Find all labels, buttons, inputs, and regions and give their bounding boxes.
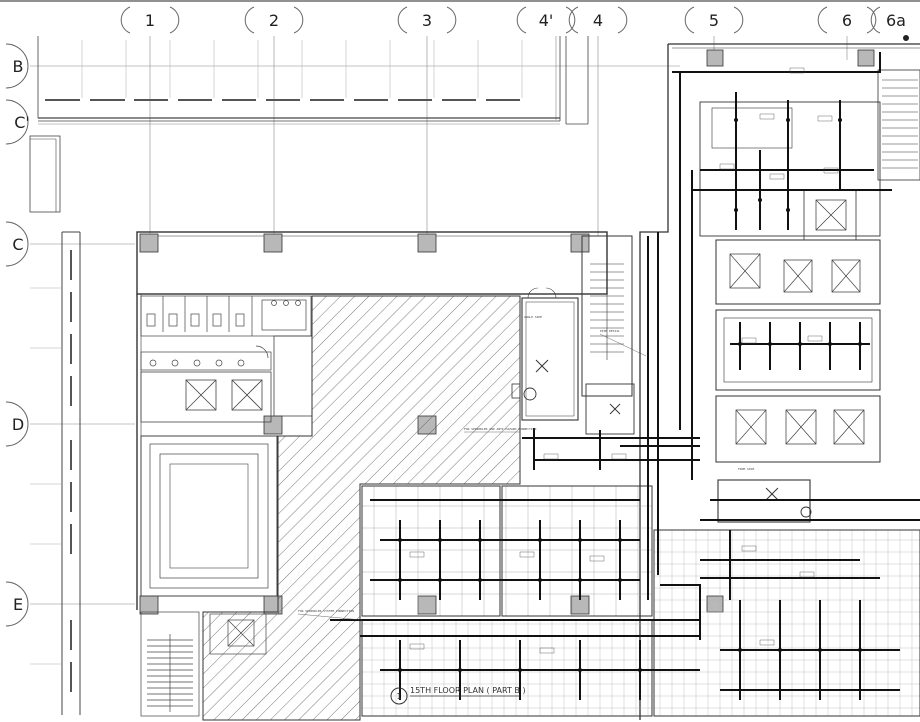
plan-title-ref-circle xyxy=(390,687,408,705)
drawing-notes: FOR SPRINKLER AND ANTI-HAZARD CONNECTION… xyxy=(297,315,754,621)
upper-facade xyxy=(29,36,589,213)
grid-label-2: 2 xyxy=(269,11,279,30)
sprinkler-heads xyxy=(398,118,862,672)
grid-bubble-6a: 6a xyxy=(870,6,906,34)
ceiling-tile-zones xyxy=(361,485,920,717)
plan-title: 15TH FLOOR PLAN ( PART B ) xyxy=(410,686,526,695)
grid-bubble-6: 6 xyxy=(817,6,877,34)
left-facade xyxy=(30,231,81,715)
grid-bubble-4prime: 4' xyxy=(516,6,576,34)
grid-label-5: 5 xyxy=(709,11,719,30)
grid-bubble-1: 1 xyxy=(120,6,180,34)
grid-bubble-2: 2 xyxy=(244,6,304,34)
grid-label-c-prime: C' xyxy=(14,113,30,132)
pipe-tags xyxy=(409,67,839,654)
plan-title-ref: 1 xyxy=(396,692,401,701)
left-lift-core xyxy=(140,335,313,423)
grid-bubble-e: E xyxy=(5,581,29,627)
lower-left-stair xyxy=(140,611,267,717)
grid-label-d: D xyxy=(12,415,24,434)
grid-label-4prime: 4' xyxy=(539,11,554,30)
hatched-open-area xyxy=(202,295,521,721)
right-core-walls xyxy=(639,35,920,720)
grid-bubble-d: D xyxy=(5,401,29,447)
grid-lines xyxy=(30,36,848,605)
grid-bubble-4: 4 xyxy=(568,6,628,34)
grid-bubble-c-prime: C' xyxy=(5,99,30,145)
grid-label-3: 3 xyxy=(422,11,432,30)
column-grid-bubbles: 1 2 3 4' 4 5 6 xyxy=(120,6,906,34)
toilet-block xyxy=(140,295,312,371)
grid-label-e: E xyxy=(13,595,23,614)
note-pipe-detail: PIPE DETAIL xyxy=(600,329,620,333)
central-shaft xyxy=(511,235,635,435)
grid-label-b: B xyxy=(13,57,24,76)
grid-label-c: C xyxy=(12,235,23,254)
grid-label-1: 1 xyxy=(145,11,155,30)
note-from-side: FROM SIDE xyxy=(738,467,754,471)
grid-bubble-b: B xyxy=(5,43,29,89)
atrium-void xyxy=(140,435,278,597)
note-angle-side: ANGLE SIDE xyxy=(524,315,542,319)
note-sprinkler-connection: FOR SPRINKLER AND ANTI-HAZARD CONNECTION xyxy=(464,427,536,431)
row-grid-bubbles: B C' C D E xyxy=(5,43,30,627)
grid-label-6a: 6a xyxy=(886,11,906,30)
grid-bubble-5: 5 xyxy=(684,6,744,34)
grid-label-4: 4 xyxy=(593,11,603,30)
plan-title-block: 1 15TH FLOOR PLAN ( PART B ) xyxy=(390,686,526,705)
grid-bubble-3: 3 xyxy=(397,6,457,34)
grid-label-6: 6 xyxy=(842,11,852,30)
grid-bubble-c: C xyxy=(5,221,29,267)
note-sprinkler-system: FOR SPRINKLER SYSTEM CONNECTION xyxy=(298,609,354,613)
